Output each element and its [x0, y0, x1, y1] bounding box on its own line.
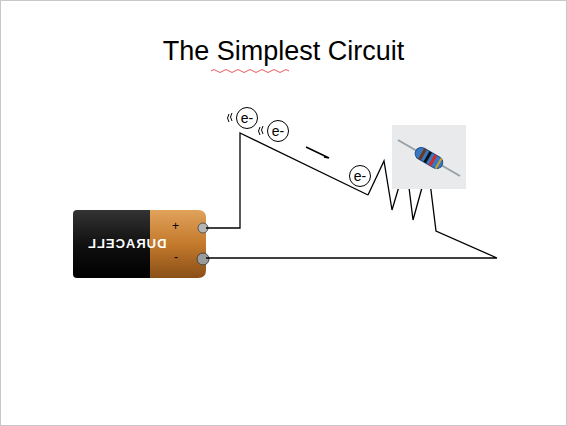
electron-circle: e-	[267, 120, 289, 142]
electron-label: e-	[272, 123, 284, 139]
electron-circle: e-	[349, 165, 371, 187]
positive-sign: +	[172, 219, 179, 233]
electron-circle: e-	[236, 107, 258, 129]
wire	[206, 133, 368, 228]
resistor-symbol	[413, 145, 445, 170]
spellcheck-underline	[211, 70, 289, 73]
electron-label: e-	[354, 168, 366, 184]
resistor-leads	[398, 140, 460, 176]
negative-sign: -	[174, 250, 178, 264]
negative-terminal	[197, 253, 209, 265]
battery-brand: DURACELL	[87, 236, 167, 251]
electron-label: e-	[241, 110, 253, 126]
resistor-photo	[392, 125, 466, 189]
slide-title: The Simplest Circuit	[0, 36, 567, 67]
direction-arrow	[306, 147, 329, 158]
